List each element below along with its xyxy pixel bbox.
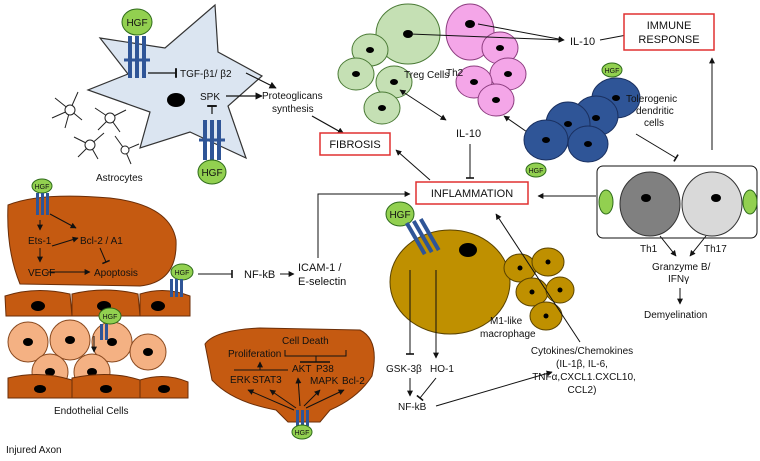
nfkb-bottom-label: NF-kB: [398, 402, 427, 413]
injured-neuron-cell: [204, 327, 375, 423]
endothelial-cell-large: [7, 195, 177, 287]
hgf-receptor-icon: [100, 324, 108, 340]
ho1-label: HO-1: [430, 364, 454, 375]
granzyme-label: Granzyme B/: [652, 262, 711, 273]
hgf-ligand-icon: HGF: [121, 8, 153, 36]
svg-text:HGF: HGF: [126, 18, 147, 29]
hgf-ligand-icon: [598, 189, 614, 215]
th1-cell: [619, 171, 681, 237]
endothelial-label: Endothelial Cells: [54, 406, 129, 417]
hgf-receptor-icon: [170, 279, 183, 297]
astrocyte-sketch-icon: [51, 91, 140, 165]
p38-label: P38: [316, 364, 334, 375]
tolerogenic-label-2: dendritic: [636, 106, 674, 117]
hgf-receptor-icon: [296, 410, 309, 426]
bcl2-a1-label: Bcl-2 / A1: [80, 236, 123, 247]
hgf-ligand-icon: HGF: [31, 178, 53, 194]
gsk3b-label: GSK-3β: [386, 364, 422, 375]
cytokines-label-2: (IL-1β, IL-6,: [556, 359, 608, 370]
hgf-ligand-icon: HGF: [601, 62, 623, 78]
th17-cell: [681, 171, 743, 237]
svg-text:HGF: HGF: [605, 68, 620, 75]
nfkb-label: NF-kB: [244, 269, 275, 281]
endothelial-row: [4, 289, 191, 317]
icam-label: ICAM-1 /: [298, 262, 342, 274]
treg-nuclei: [352, 30, 413, 111]
demyelination-label: Demyelination: [644, 310, 707, 321]
svg-text:HGF: HGF: [35, 184, 50, 191]
hgf-receptor-icon: [36, 193, 49, 215]
m1-label: M1-like: [490, 316, 523, 327]
m1-macrophage-cell: [389, 229, 511, 335]
hgf-ligand-icon: HGF: [170, 263, 194, 281]
svg-text:HGF: HGF: [175, 270, 190, 277]
il10-mid-label: IL-10: [456, 128, 481, 140]
immune-response-label-2: RESPONSE: [638, 34, 699, 46]
svg-text:HGF: HGF: [201, 168, 222, 179]
tolerogenic-label-3: cells: [644, 118, 664, 129]
hgf-receptor-icon: [405, 218, 441, 256]
hgf-ligand-icon: HGF: [197, 159, 227, 185]
svg-text:HGF: HGF: [529, 168, 544, 175]
hgf-ligand-icon: HGF: [525, 162, 547, 178]
erk-label: ERK: [230, 375, 251, 386]
treg-label: Treg Cells: [404, 70, 449, 81]
proteoglycans-label: Proteoglicans: [262, 91, 323, 102]
astrocyte-cell: [86, 3, 264, 160]
endothelial-row-bottom: [7, 373, 189, 399]
th2-nuclei: [465, 20, 512, 103]
ifng-label: IFNγ: [668, 274, 689, 285]
spk-label: SPK: [200, 92, 220, 103]
hgf-ligand-icon: [742, 189, 758, 215]
inflammation-label: INFLAMMATION: [431, 188, 513, 200]
stat3-label: STAT3: [252, 375, 282, 386]
th17-label: Th17: [704, 244, 727, 255]
cell-death-label: Cell Death: [282, 336, 329, 347]
dendritic-cells: [523, 77, 641, 163]
tgf-label: TGF-β1/ β2: [180, 69, 232, 80]
th1-label: Th1: [640, 244, 658, 255]
proliferation-label: Proliferation: [228, 349, 281, 360]
neuron-signal-arrows: [247, 377, 345, 411]
ets1-label: Ets-1: [28, 236, 52, 247]
fibrosis-box: [319, 132, 391, 156]
astrocytes-label: Astrocytes: [96, 173, 143, 184]
eselectin-label: E-selectin: [298, 276, 346, 288]
macrophage-label: macrophage: [480, 329, 536, 340]
mapk-label: MAPK: [310, 376, 339, 387]
th2-label: Th2: [446, 68, 464, 79]
hgf-ligand-icon: HGF: [385, 201, 415, 227]
immune-response-label: IMMUNE: [647, 20, 692, 32]
hgf-receptor-icon: [199, 105, 225, 160]
bcl2-label: Bcl-2: [342, 376, 365, 387]
svg-text:HGF: HGF: [103, 314, 118, 321]
fibrosis-label: FIBROSIS: [329, 139, 380, 151]
proteoglycans-label-2: synthesis: [272, 104, 314, 115]
injured-axon-label: Injured Axon: [6, 445, 62, 456]
svg-text:HGF: HGF: [389, 210, 410, 221]
immune-response-box: [623, 13, 715, 51]
hgf-ligand-icon: HGF: [291, 424, 313, 440]
vegf-label: VEGF: [28, 268, 55, 279]
il10-top-label: IL-10: [570, 36, 595, 48]
cytokines-label-4: CCL2): [568, 385, 597, 396]
endothelial-nuclei: [23, 336, 153, 376]
cytokines-label-3: TNFα,CXCL1.CXCL10,: [532, 372, 636, 383]
tolerogenic-label: Tolerogenic: [626, 94, 677, 105]
th2-cells: [445, 3, 527, 117]
hgf-receptor-icon: [124, 36, 150, 78]
astrocyte-nucleus: [167, 93, 185, 107]
inflammation-box: [415, 181, 529, 205]
cytokines-label: Cytokines/Chemokines: [531, 346, 633, 357]
akt-label: AKT: [292, 364, 311, 375]
hgf-ligand-icon: HGF: [98, 307, 122, 325]
apoptosis-label: Apoptosis: [94, 268, 138, 279]
dendritic-nuclei: [542, 95, 620, 147]
svg-text:HGF: HGF: [295, 430, 310, 437]
